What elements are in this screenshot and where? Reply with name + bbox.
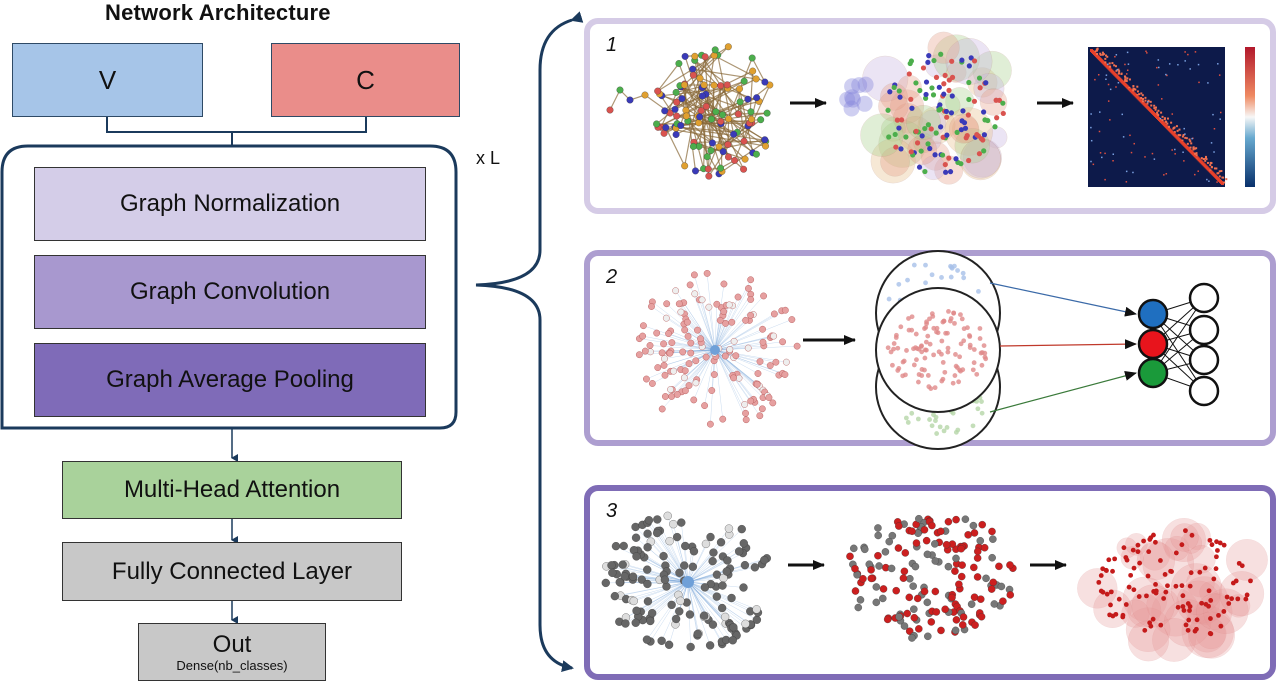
- graph-normalization-box: Graph Normalization: [34, 167, 426, 241]
- panel-3-molecule: [846, 515, 1017, 642]
- panel-2-green-arrow: [989, 371, 1137, 413]
- graph-convolution-box: Graph Convolution: [34, 255, 426, 329]
- panel-2-channel-circles: [875, 250, 1001, 450]
- out-sublabel: Dense(nb_classes): [176, 657, 288, 673]
- panel-1-protein-graph: [606, 43, 774, 180]
- out-label: Out: [212, 630, 252, 658]
- panel-2-number: 2: [606, 266, 618, 288]
- input-v-box: V: [12, 43, 203, 117]
- curly-brace: [475, 11, 584, 673]
- panel-2-neural-net: [1137, 282, 1220, 407]
- panel-1-number: 1: [606, 34, 618, 56]
- out-box: Out Dense(nb_classes): [138, 623, 326, 681]
- merge-connector: [106, 117, 367, 146]
- panel-2-blue-arrow: [989, 282, 1137, 317]
- multi-head-attention-label: Multi-Head Attention: [123, 476, 341, 503]
- fully-connected-box: Fully Connected Layer: [62, 542, 402, 601]
- multi-head-attention-box: Multi-Head Attention: [62, 461, 402, 519]
- fully-connected-label: Fully Connected Layer: [111, 557, 353, 585]
- input-c-box: C: [271, 43, 460, 117]
- repeat-label: x L: [476, 148, 501, 168]
- panel-2-graph: [635, 270, 801, 428]
- graph-average-pooling-label: Graph Average Pooling: [106, 366, 354, 393]
- panel-3-graph: [601, 511, 771, 652]
- panel-2-red-arrow: [999, 339, 1137, 350]
- panel-1-colorbar: [1245, 47, 1255, 187]
- graph-average-pooling-box: Graph Average Pooling: [34, 343, 426, 417]
- repeat-frame: [0, 144, 458, 430]
- graph-convolution-label: Graph Convolution: [129, 278, 331, 305]
- panel-1-contact-map: [1088, 47, 1228, 187]
- input-c-label: C: [356, 64, 375, 95]
- panel-3-number: 3: [606, 500, 618, 522]
- input-v-label: V: [98, 64, 117, 95]
- diagram-title: Network Architecture: [105, 0, 331, 25]
- graph-normalization-label: Graph Normalization: [119, 190, 341, 217]
- panel-3-sphere-cloud: [1077, 518, 1268, 662]
- panel-1-sphere-cloud: [839, 31, 1012, 185]
